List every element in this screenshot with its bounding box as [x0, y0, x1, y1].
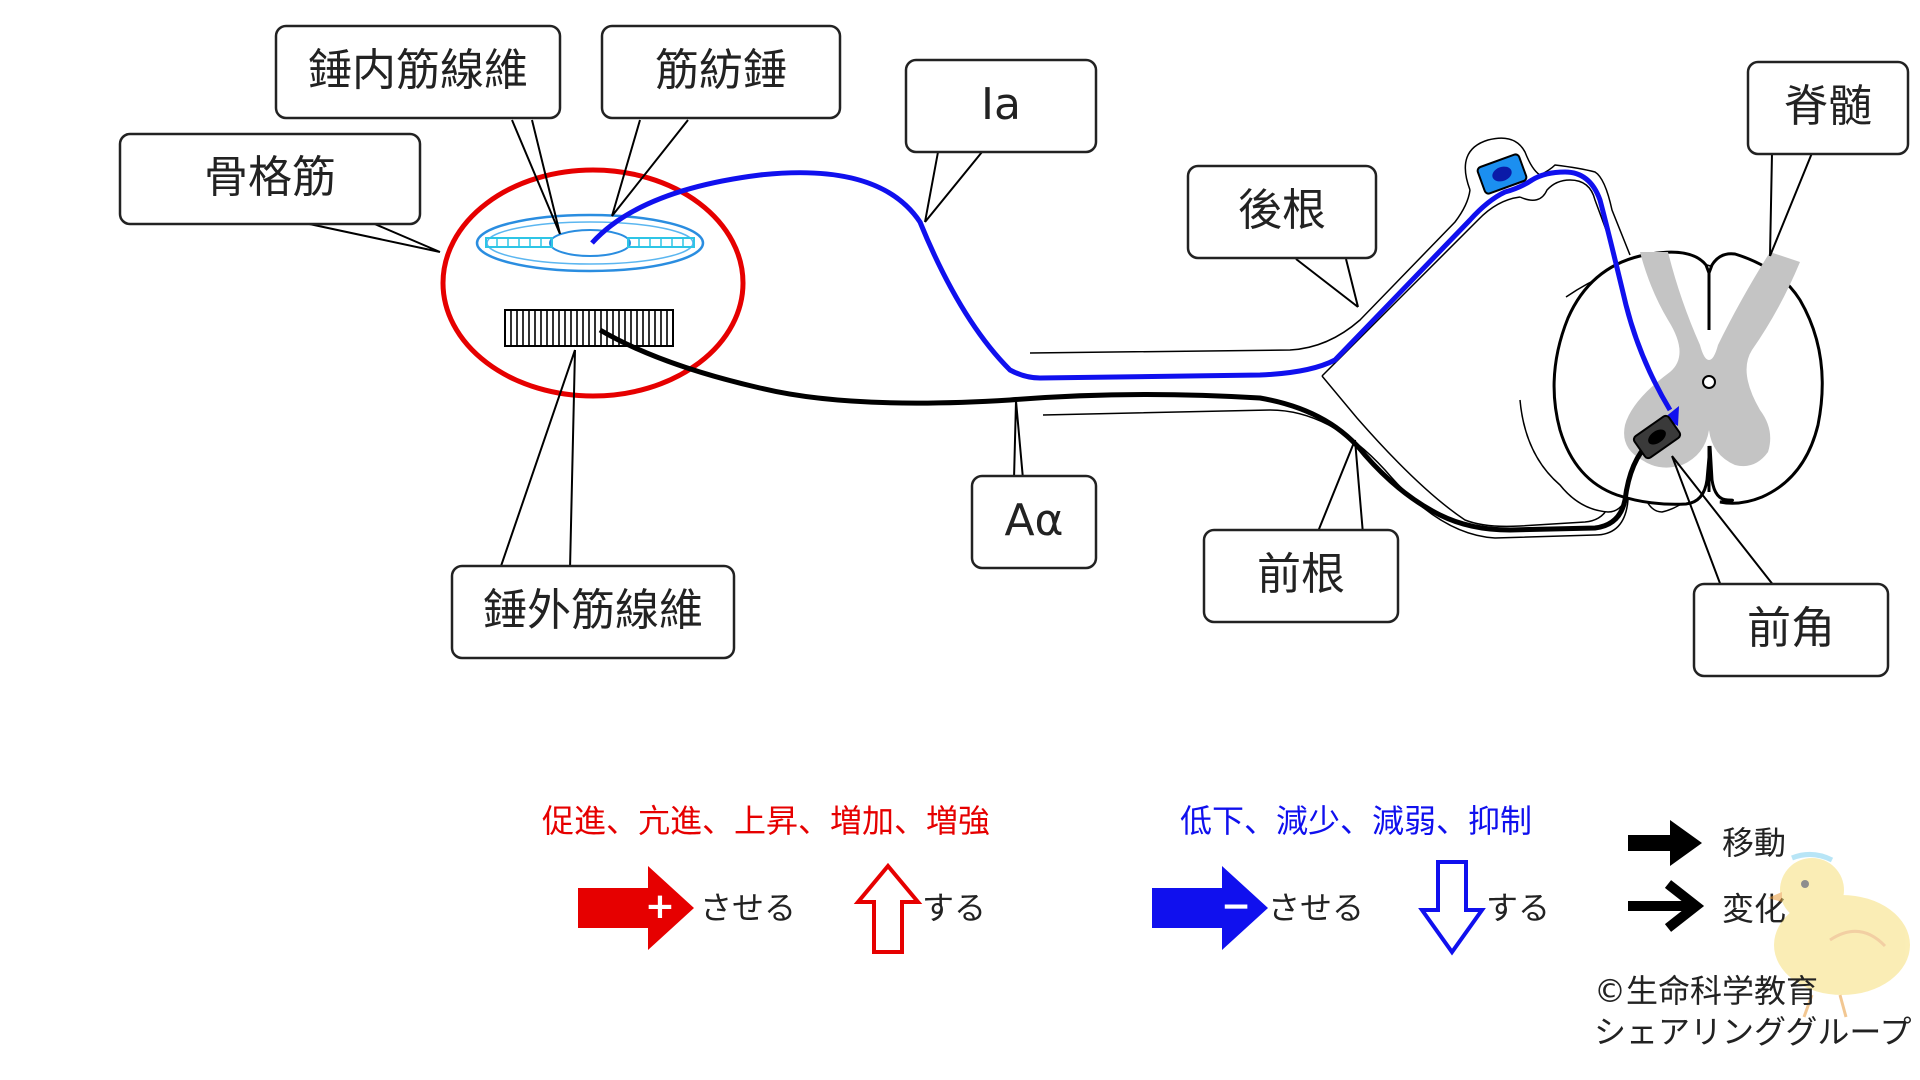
legend-red-saseru: させる — [700, 889, 796, 927]
legend-move-label: 移動 — [1722, 824, 1786, 862]
legend-red-suru: する — [922, 889, 986, 927]
credit-line-2: シェアリンググループ — [1594, 1013, 1911, 1051]
callout-anterior-horn: 前角 — [1692, 582, 1890, 678]
label-a-alpha: Aα — [1004, 495, 1063, 546]
ia-afferent-fiber — [590, 169, 1673, 412]
ia-terminal-arrowhead — [1664, 406, 1679, 426]
label-muscle-spindle: 筋紡錘 — [655, 45, 787, 96]
dorsal-root-ganglion-cell — [1476, 153, 1528, 195]
a-alpha-efferent-fiber — [598, 327, 1652, 533]
spinal-cord-shape — [1519, 250, 1824, 513]
callout-skeletal-muscle: 骨格筋 — [118, 132, 422, 226]
legend-minus-sign: − — [1221, 886, 1251, 927]
legend-blue-down-arrow — [1418, 860, 1486, 956]
callout-extrafusal-fiber: 錘外筋線維 — [450, 564, 736, 660]
label-ventral-root: 前根 — [1257, 549, 1345, 600]
label-extrafusal-fiber: 錘外筋線維 — [483, 585, 703, 636]
callout-a-alpha: Aα — [970, 474, 1098, 570]
legend-blue-heading: 低下、減少、減弱、抑制 — [1180, 802, 1532, 840]
label-spinal-cord: 脊髄 — [1784, 81, 1872, 132]
label-skeletal-muscle: 骨格筋 — [204, 152, 336, 203]
label-ia: Ia — [981, 79, 1021, 130]
callout-ventral-root: 前根 — [1202, 528, 1400, 624]
extrafusal-fiber-shape — [504, 309, 674, 347]
label-dorsal-root: 後根 — [1238, 185, 1326, 236]
muscle-spindle-shape — [475, 213, 705, 273]
skeletal-muscle-outline — [440, 167, 746, 399]
legend-blue-suru: する — [1486, 889, 1550, 927]
legend-blue-saseru: させる — [1268, 889, 1364, 927]
legend-red-heading: 促進、亢進、上昇、増加、増強 — [542, 802, 990, 840]
gray-matter — [1624, 252, 1800, 468]
callout-leaders — [299, 119, 1813, 587]
legend-change-arrow-icon — [1628, 880, 1705, 932]
anterior-horn-motor-neuron — [1632, 414, 1682, 460]
legend-red-up-arrow — [853, 862, 923, 954]
legend-red-plus-arrow: + — [578, 866, 694, 950]
callout-ia: Ia — [904, 58, 1098, 154]
label-intrafusal-fiber: 錘内筋線維 — [308, 45, 528, 96]
label-anterior-horn: 前角 — [1747, 603, 1835, 654]
credit-line-1: ©生命科学教育 — [1594, 972, 1818, 1010]
callout-intrafusal-fiber: 錘内筋線維 — [274, 24, 562, 120]
callout-muscle-spindle: 筋紡錘 — [600, 24, 842, 120]
chick-mascot-illustration — [1768, 852, 1910, 1018]
callout-spinal-cord: 脊髄 — [1746, 60, 1910, 156]
legend-plus-sign: + — [645, 886, 675, 927]
legend-move-arrow-icon — [1628, 820, 1702, 866]
legend-blue-minus-arrow: − — [1152, 866, 1268, 950]
callout-dorsal-root: 後根 — [1186, 164, 1378, 260]
